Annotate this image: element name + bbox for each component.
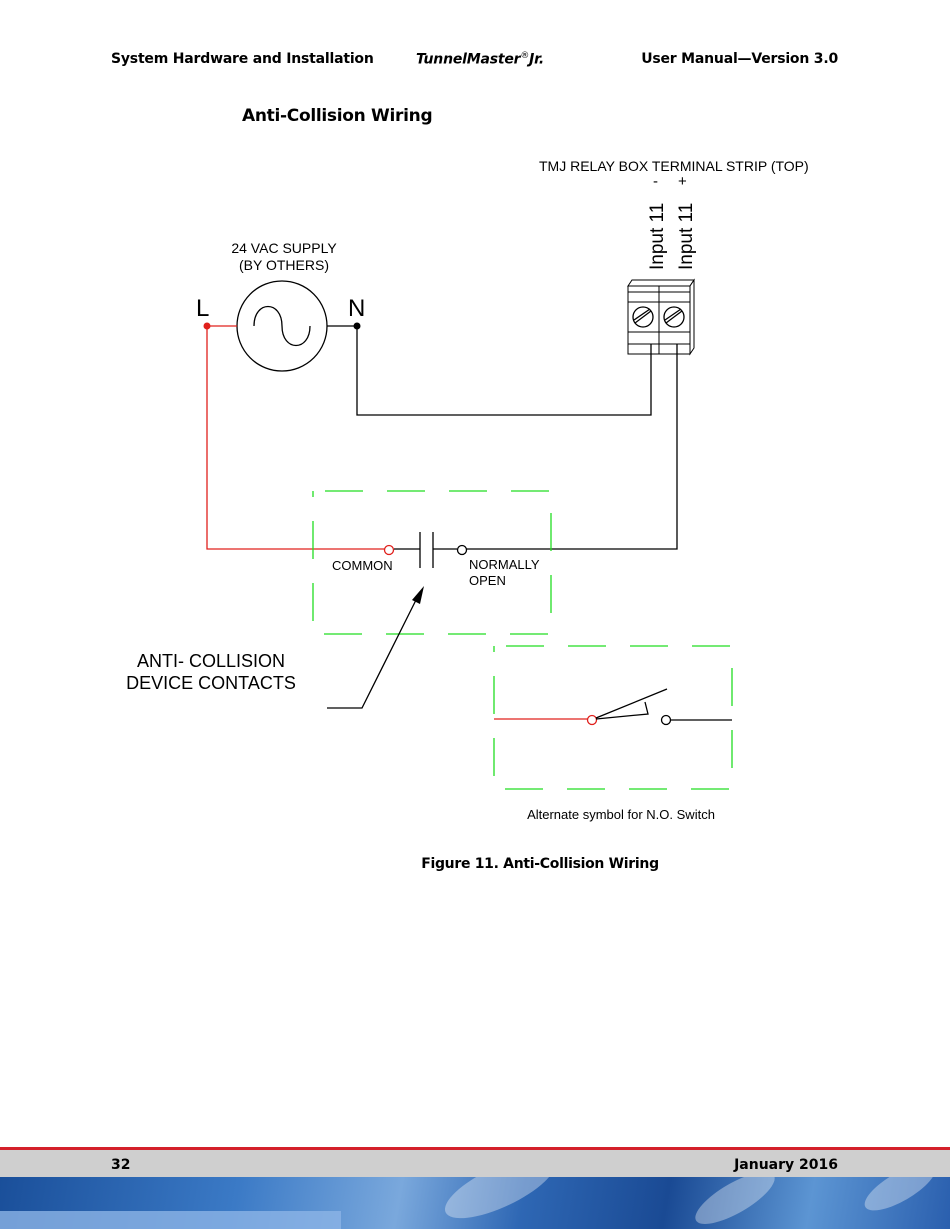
common-label: COMMON — [332, 558, 393, 573]
terminal-input-label-plus: Input 11 — [676, 203, 697, 270]
callout-arrow-icon — [327, 586, 424, 709]
header-section-title: System Hardware and Installation — [111, 51, 374, 67]
normally-open-contact-icon — [394, 532, 457, 568]
footer-page-number: 32 — [111, 1157, 131, 1173]
terminal-minus-label: - — [653, 173, 658, 190]
live-wire — [206, 325, 385, 550]
neutral-node — [353, 322, 361, 330]
alternate-no-terminal — [660, 714, 672, 726]
ac-source-icon — [236, 280, 328, 372]
supply-label-line2: (BY OTHERS) — [239, 257, 329, 273]
header-manual-version: User Manual—Version 3.0 — [641, 51, 838, 67]
common-terminal — [383, 544, 395, 556]
terminal-block — [627, 278, 695, 356]
terminal-input-label-minus: Input 11 — [647, 203, 668, 270]
figure-caption: Figure 11. Anti-Collision Wiring — [421, 856, 659, 872]
wiring-diagram: TMJ RELAY BOX TERMINAL STRIP (TOP) - + I… — [126, 158, 809, 822]
header-product-name: TunnelMaster®Jr. — [416, 51, 544, 68]
input-plus-wire — [466, 344, 678, 550]
terminal-plus-label: + — [678, 173, 687, 190]
normally-open-label-line1: NORMALLY — [469, 557, 540, 572]
line-L-label: L — [196, 295, 209, 322]
alternate-symbol-label: Alternate symbol for N.O. Switch — [527, 807, 715, 822]
alternate-common-terminal — [586, 714, 598, 726]
device-label-line2: DEVICE CONTACTS — [126, 673, 296, 693]
registered-mark: ® — [520, 51, 530, 61]
supply-label-line1: 24 VAC SUPPLY — [231, 240, 337, 256]
terminal-screw-icon — [663, 306, 685, 328]
normally-open-label-line2: OPEN — [469, 573, 506, 588]
section-title: Anti-Collision Wiring — [242, 106, 433, 126]
brand-suffix: Jr. — [529, 51, 544, 68]
neutral-wire — [327, 325, 652, 416]
switch-blade-icon — [595, 688, 668, 720]
footer-date: January 2016 — [734, 1157, 838, 1173]
line-N-label: N — [348, 295, 365, 322]
terminal-screw-icon — [632, 306, 654, 328]
footer-decorative-banner — [0, 1177, 950, 1229]
live-node — [203, 322, 211, 330]
footer-bar — [0, 1150, 950, 1177]
footer-divider — [0, 1147, 950, 1150]
normally-open-terminal — [456, 544, 468, 556]
device-label-line1: ANTI- COLLISION — [137, 651, 285, 671]
terminal-strip-label: TMJ RELAY BOX TERMINAL STRIP (TOP) — [539, 158, 809, 174]
brand-name: TunnelMaster — [416, 51, 521, 68]
